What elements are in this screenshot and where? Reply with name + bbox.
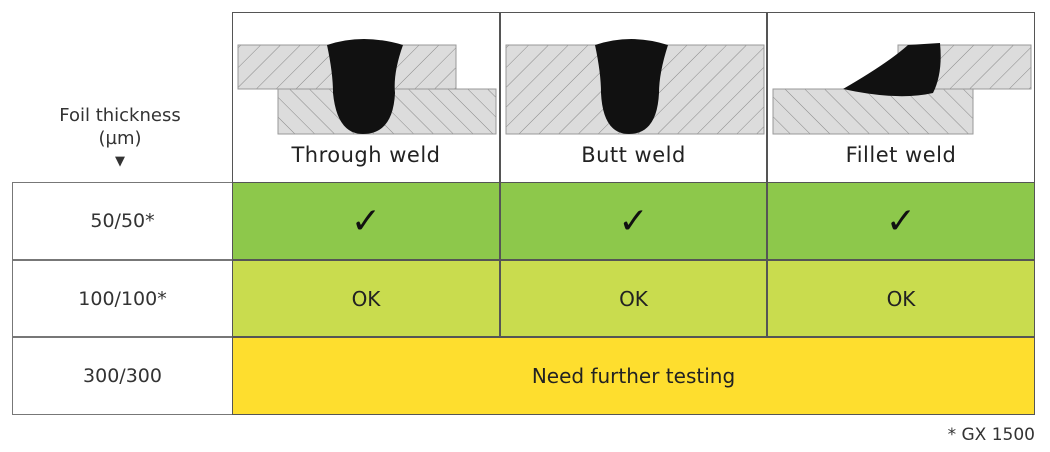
cell-300-merged: Need further testing — [232, 337, 1035, 415]
header-butt-weld: Butt weld — [500, 12, 767, 182]
axis-label-unit: (µm) — [98, 128, 142, 149]
row-label-50: 50/50* — [12, 182, 232, 260]
row-label-100: 100/100* — [12, 260, 232, 337]
through-weld-diagram — [237, 39, 497, 135]
cell-fillet-100: OK — [767, 260, 1035, 337]
butt-weld-diagram — [505, 39, 765, 135]
foil-thickness-label: Foil thickness (µm) ▼ — [20, 104, 220, 173]
cell-through-50: ✓ — [232, 182, 500, 260]
column-label: Fillet weld — [845, 143, 957, 167]
cell-butt-50: ✓ — [500, 182, 767, 260]
fillet-weld-diagram — [772, 43, 1032, 135]
footnote: * GX 1500 — [947, 425, 1035, 445]
down-arrow-icon: ▼ — [115, 154, 125, 169]
header-fillet-weld: Fillet weld — [767, 12, 1035, 182]
cell-through-100: OK — [232, 260, 500, 337]
column-label: Through weld — [291, 143, 441, 167]
row-label-300: 300/300 — [12, 337, 232, 415]
cell-fillet-50: ✓ — [767, 182, 1035, 260]
axis-label-line1: Foil thickness — [59, 105, 181, 126]
cell-butt-100: OK — [500, 260, 767, 337]
column-label: Butt weld — [581, 143, 686, 167]
header-through-weld: Through weld — [232, 12, 500, 182]
